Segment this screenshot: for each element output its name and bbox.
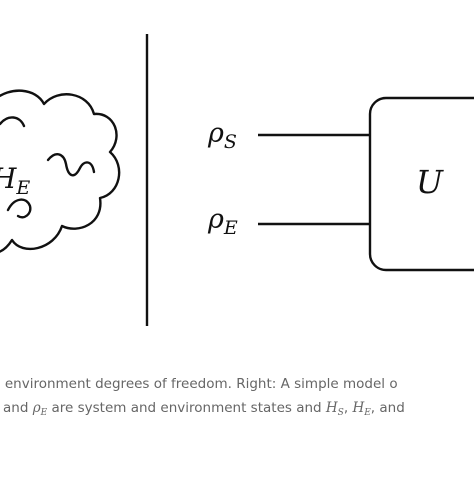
caption-he: HE bbox=[352, 400, 371, 418]
cloud-inner-curl-bottom bbox=[6, 198, 32, 219]
cloud-inner-wave bbox=[46, 153, 96, 177]
input-bottom-label: ρE bbox=[207, 204, 238, 239]
cloud-outline bbox=[0, 89, 121, 253]
caption-hs: HS bbox=[325, 400, 344, 418]
cloud-label: HE bbox=[0, 162, 30, 199]
caption-text-sep: , bbox=[343, 400, 353, 416]
input-bottom-subscript: E bbox=[223, 217, 238, 239]
caption-line-1: n environment degrees of freedom. Right:… bbox=[0, 376, 398, 392]
input-top-label: ρS bbox=[207, 118, 237, 153]
cloud-label-subscript: E bbox=[15, 177, 30, 199]
caption-text-and: and bbox=[0, 400, 33, 416]
caption-text-and-end: , and bbox=[370, 400, 405, 416]
unitary-label: U bbox=[416, 163, 444, 201]
unitary-box bbox=[368, 96, 474, 272]
cloud-inner-curl-top bbox=[0, 116, 26, 128]
environment-cloud bbox=[0, 89, 121, 253]
caption-line-2: s and ρE are system and environment stat… bbox=[0, 396, 474, 425]
figure-caption: n environment degrees of freedom. Right:… bbox=[0, 372, 474, 432]
input-top-subscript: S bbox=[224, 131, 237, 153]
caption-text-states: are system and environment states and bbox=[47, 400, 326, 416]
caption-rho-e: ρE bbox=[32, 400, 48, 418]
